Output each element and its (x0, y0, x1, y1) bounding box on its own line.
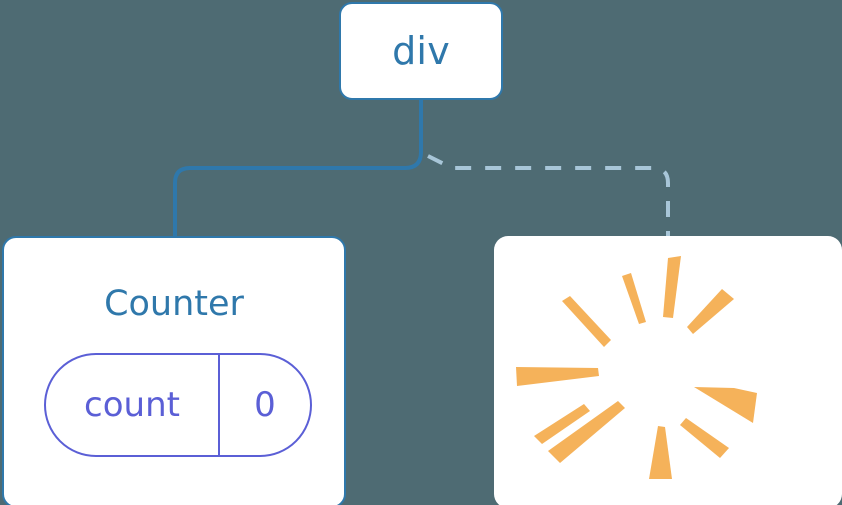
prop-pill-key-cell: count (46, 355, 220, 455)
edge-div-to-sparkle (427, 154, 670, 237)
ray-nnw (622, 273, 646, 324)
edge-div-to-counter (173, 150, 423, 239)
ray-w (516, 367, 599, 386)
node-counter-title: Counter (104, 284, 244, 324)
node-div-label: div (392, 29, 450, 73)
ray-nw (562, 296, 611, 347)
ray-se (680, 418, 729, 458)
prop-pill-value-cell: 0 (220, 355, 310, 455)
ray-sw (548, 401, 625, 463)
node-counter[interactable]: Counter count 0 (2, 236, 346, 505)
sparkle-burst-icon (516, 256, 757, 479)
ray-ssw (534, 404, 590, 444)
prop-value-label: 0 (254, 385, 276, 425)
ray-e (694, 387, 757, 423)
prop-key-label: count (84, 385, 180, 425)
prop-pill-count[interactable]: count 0 (44, 353, 312, 457)
ray-nne (687, 289, 734, 334)
node-render-output[interactable] (494, 236, 842, 505)
node-div[interactable]: div (339, 2, 503, 100)
ray-s (649, 426, 672, 479)
ray-n (663, 256, 681, 318)
